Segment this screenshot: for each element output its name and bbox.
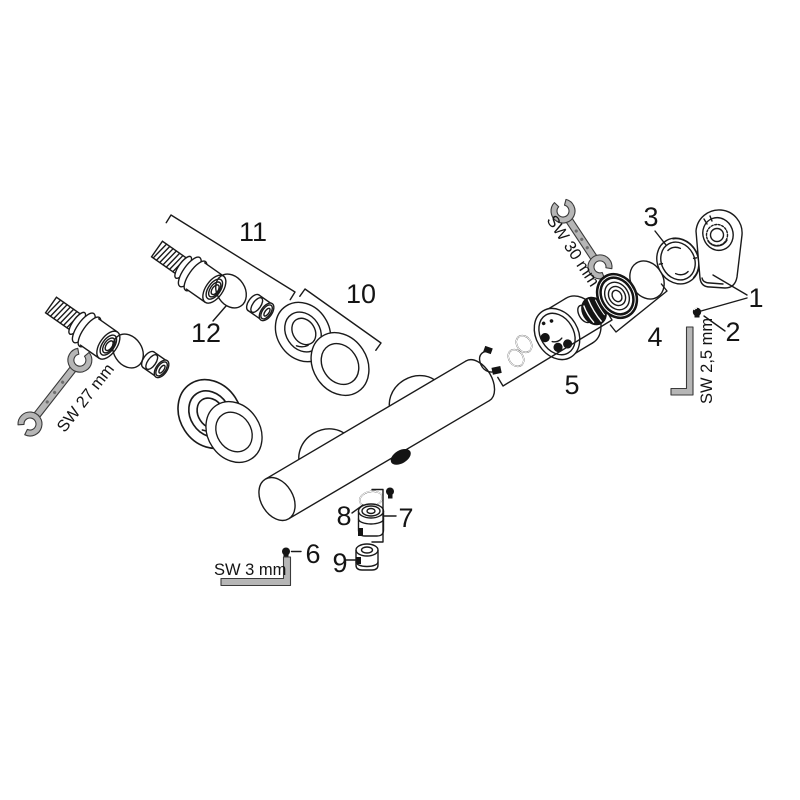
- wrench-sw27-label: SW 27 mm: [54, 360, 118, 435]
- label-5: 5: [564, 370, 579, 400]
- leader-3: [654, 230, 667, 246]
- part-1-handle: [695, 209, 743, 289]
- part-3-cap-ring: [656, 237, 700, 285]
- bracket-11: [165, 214, 296, 301]
- part-7-aerator: [357, 503, 385, 537]
- label-4: 4: [647, 322, 662, 352]
- body-outlet: [390, 448, 411, 465]
- leader-8: [351, 504, 364, 514]
- label-7: 7: [398, 503, 413, 533]
- inlet-seal: [507, 334, 533, 368]
- retaining-clip: [478, 350, 497, 373]
- part-6-screw: [282, 547, 290, 558]
- grooved-ring: [595, 272, 639, 320]
- label-11: 11: [239, 217, 267, 247]
- leader-1a: [712, 274, 748, 296]
- part-12-o-ring: [112, 273, 247, 369]
- bracket-4: [609, 283, 668, 333]
- bracket-10: [299, 288, 382, 351]
- label-1: 1: [748, 283, 763, 313]
- part-5-cartridge-group: [478, 295, 607, 375]
- leader-12: [212, 305, 227, 322]
- part-7-screw: [386, 487, 394, 499]
- label-9: 9: [332, 548, 347, 578]
- leader-2: [703, 315, 726, 332]
- leader-1b: [700, 297, 748, 312]
- mixer-body: [258, 358, 496, 522]
- label-12: 12: [191, 318, 221, 348]
- part-9-check-valve: [355, 543, 379, 571]
- part-2-screw: [692, 307, 702, 318]
- allen-key-sw25-label: SW 2,5 mm: [698, 318, 716, 404]
- label-2: 2: [725, 317, 740, 347]
- part-4-seal-ring-group: [595, 260, 665, 320]
- allen-key-sw25-icon: [670, 326, 694, 396]
- allen-key-sw3-label: SW 3 mm: [214, 561, 286, 579]
- label-10: 10: [346, 279, 376, 309]
- label-3: 3: [643, 202, 658, 232]
- label-6: 6: [305, 539, 320, 569]
- label-8: 8: [336, 501, 351, 531]
- allen-key-sw3-icon: [220, 556, 292, 587]
